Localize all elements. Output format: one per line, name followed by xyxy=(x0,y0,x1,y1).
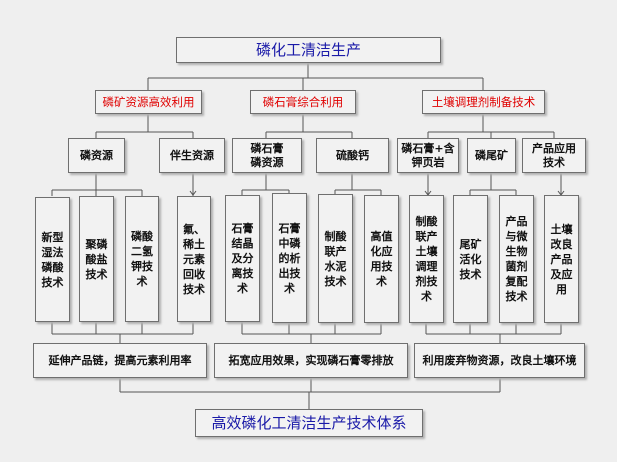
category-box: 磷石膏磷资源 xyxy=(232,138,302,173)
category-box: 伴生资源 xyxy=(159,138,225,173)
technology-box: 新型湿法磷酸技术 xyxy=(35,197,70,322)
technology-box: 土壤改良产品及应用 xyxy=(544,195,579,323)
category-box: 磷资源 xyxy=(68,138,125,173)
technology-box: 制酸联产土壤调理剂技术 xyxy=(409,195,444,323)
category-box: 磷石膏+含钾页岩 xyxy=(397,138,459,173)
technology-box: 产品与微生物菌剂复配技术 xyxy=(499,195,534,323)
technology-box: 制酸联产水泥技术 xyxy=(318,194,353,323)
outcome-box: 利用废弃物资源，改良土壤环境 xyxy=(414,343,585,378)
technology-box: 尾矿活化技术 xyxy=(453,195,488,323)
outcome-box: 延伸产品链，提高元素利用率 xyxy=(33,343,207,378)
branch-box: 磷矿资源高效利用 xyxy=(95,90,202,114)
technology-box: 高值化应用技术 xyxy=(364,195,399,323)
outcome-box: 拓宽应用效果，实现磷石膏零排放 xyxy=(214,343,408,378)
technology-box: 磷酸二氢钾技术 xyxy=(125,196,159,322)
result-box: 高效磷化工清洁生产技术体系 xyxy=(195,409,423,437)
technology-box: 石膏中磷的析出技术 xyxy=(272,193,307,323)
branch-box: 土壤调理剂制备技术 xyxy=(422,90,545,114)
category-box: 磷尾矿 xyxy=(467,138,516,173)
category-box: 产品应用技术 xyxy=(522,138,586,173)
branch-box: 磷石膏综合利用 xyxy=(250,90,356,114)
technology-box: 氟、稀土元素回收技术 xyxy=(177,196,211,322)
technology-box: 石膏结晶及分离技术 xyxy=(225,195,260,322)
technology-box: 聚磷酸盐技术 xyxy=(79,196,114,322)
title-box: 磷化工清洁生产 xyxy=(176,37,441,63)
category-box: 硫酸钙 xyxy=(316,138,389,173)
